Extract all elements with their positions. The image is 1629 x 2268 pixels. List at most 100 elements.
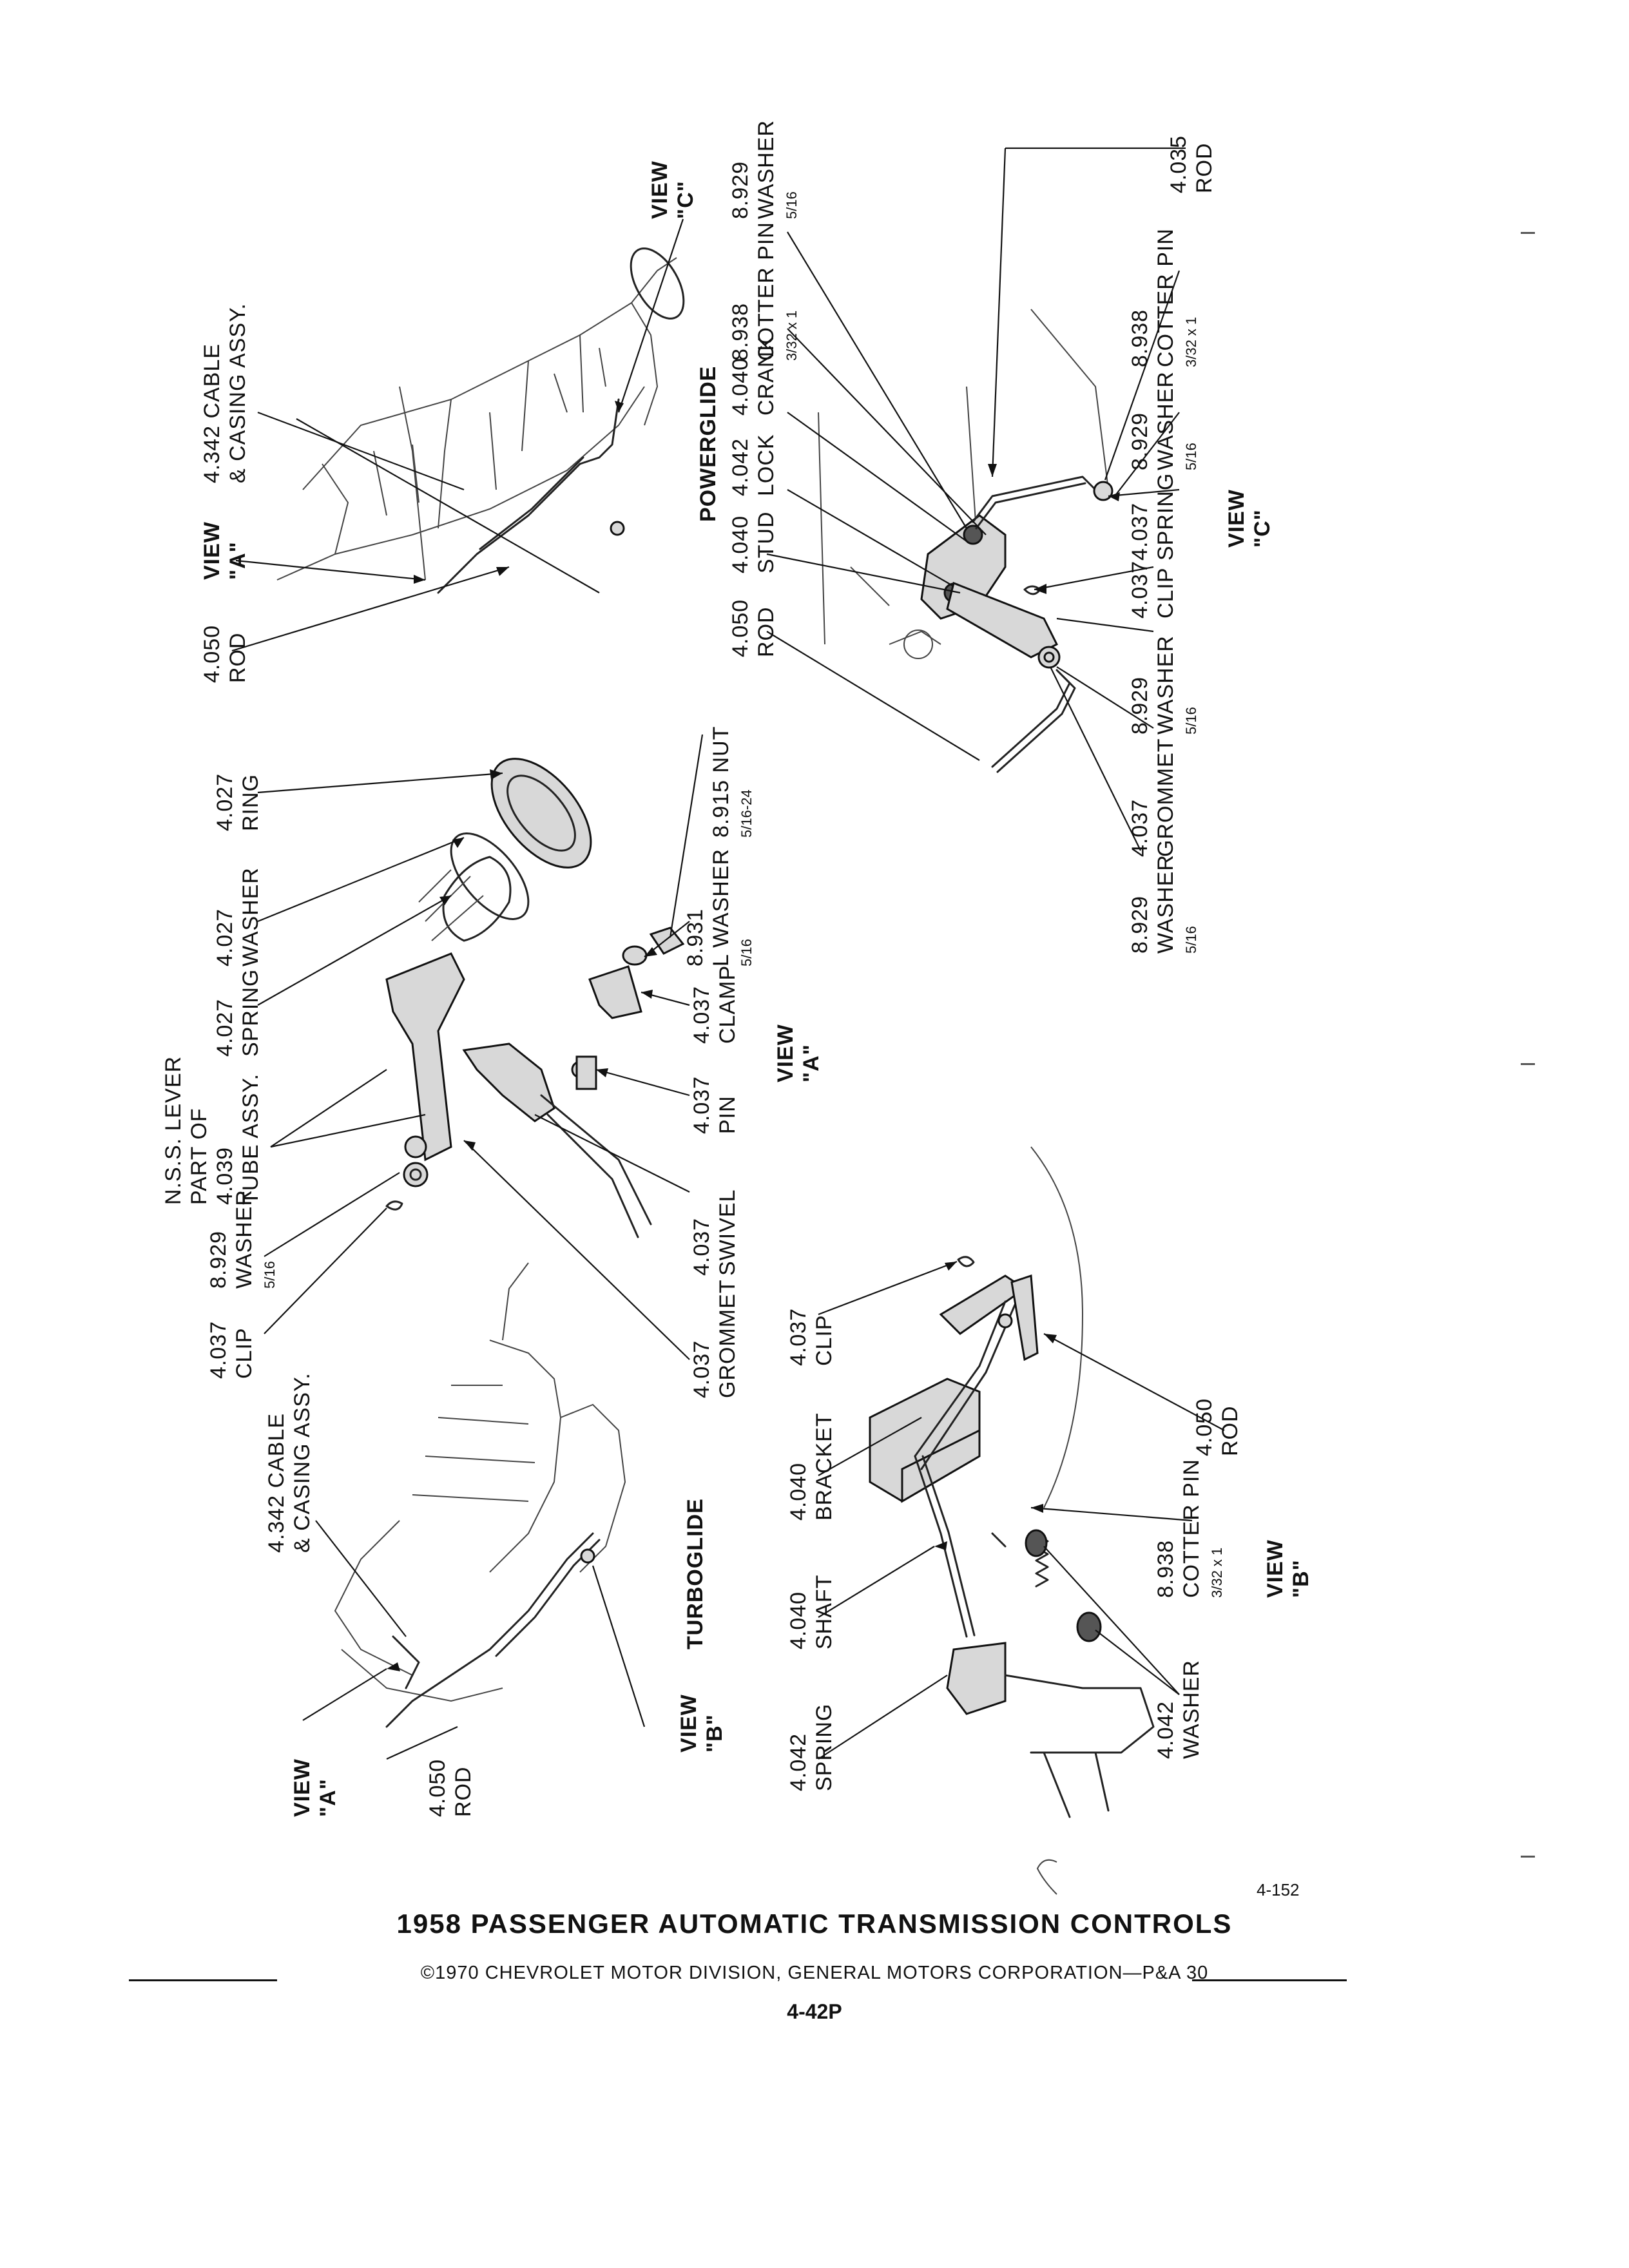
b-bracket-label: 4.040 BRACKET [786, 1412, 836, 1521]
svg-text:"C": "C" [673, 180, 698, 219]
c-cotter-pin-2-label: 8.938 COTTER PIN 3/32 x 1 [1128, 228, 1199, 367]
svg-text:4.050: 4.050 [728, 599, 753, 657]
c-rod-4035-label: 4.035 ROD [1166, 135, 1217, 193]
svg-text:VIEW: VIEW [1263, 1539, 1287, 1598]
svg-text:3/32 x 1: 3/32 x 1 [1183, 317, 1199, 367]
b-cotter-pin-label: 8.938 COTTER PIN 3/32 x 1 [1153, 1459, 1225, 1598]
copyright-text: ©1970 CHEVROLET MOTOR DIVISION, GENERAL … [420, 1963, 1209, 1983]
svg-text:5/16: 5/16 [784, 191, 800, 219]
svg-text:VIEW: VIEW [290, 1758, 314, 1817]
svg-text:PIN: PIN [715, 1095, 740, 1134]
svg-text:CRANK: CRANK [754, 336, 778, 416]
a-ring-label: 4.027 RING [213, 773, 263, 831]
svg-text:WASHER: WASHER [754, 120, 778, 219]
svg-text:COTTER PIN: COTTER PIN [1153, 228, 1178, 367]
svg-text:8.929: 8.929 [728, 161, 753, 219]
svg-text:COTTER PIN: COTTER PIN [754, 222, 778, 361]
svg-text:4.040: 4.040 [786, 1591, 811, 1649]
svg-text:4.027: 4.027 [213, 908, 237, 966]
svg-text:8.929: 8.929 [1128, 677, 1152, 735]
edge-mark [1521, 1063, 1535, 1065]
svg-text:5/16: 5/16 [1183, 707, 1199, 735]
svg-text:8.938: 8.938 [1128, 309, 1152, 367]
page-id: 4-42P [787, 2000, 842, 2023]
c-washer-4-label: 8.929 WASHER 5/16 [1128, 854, 1199, 954]
svg-text:N.S.S. LEVER: N.S.S. LEVER [161, 1056, 186, 1205]
svg-text:8.929: 8.929 [206, 1231, 231, 1289]
svg-text:VIEW: VIEW [648, 160, 672, 219]
copyright-line: ©1970 CHEVROLET MOTOR DIVISION, GENERAL … [0, 1963, 1629, 1988]
svg-text:4.342 CABLE: 4.342 CABLE [264, 1413, 289, 1553]
svg-text:4.037: 4.037 [1128, 503, 1152, 561]
svg-text:VIEW: VIEW [1224, 489, 1249, 548]
svg-text:LOCK: LOCK [754, 434, 778, 496]
svg-text:SWIVEL: SWIVEL [715, 1189, 740, 1276]
svg-text:8.931: 8.931 [683, 908, 708, 966]
svg-text:SHAFT: SHAFT [812, 1575, 836, 1649]
edge-mark [1521, 1856, 1535, 1858]
svg-text:WASHER: WASHER [238, 867, 263, 966]
svg-text:4.037: 4.037 [206, 1321, 231, 1379]
svg-text:8.915 NUT: 8.915 NUT [709, 726, 733, 838]
view-b-illustration [869, 1146, 1155, 1895]
a-lever-label: N.S.S. LEVER PART OF 4.039 TUBE ASSY. [161, 1056, 263, 1205]
svg-text:CLIP: CLIP [812, 1314, 836, 1366]
svg-text:RING: RING [238, 774, 263, 831]
svg-text:ROD: ROD [451, 1766, 476, 1817]
svg-text:ROD: ROD [226, 632, 250, 683]
a-lwasher-label: 8.931 L WASHER 5/16 [683, 849, 755, 966]
pg-view-a-label: VIEW "A" [200, 521, 250, 580]
page-number: 4-152 [1257, 1880, 1300, 1899]
svg-text:L WASHER: L WASHER [709, 849, 733, 966]
svg-text:CLIP: CLIP [1153, 567, 1178, 619]
view-a-illustration [385, 758, 685, 1238]
tg-view-a-label: VIEW "A" [290, 1758, 340, 1817]
svg-text:SPRING: SPRING [812, 1704, 836, 1791]
svg-text:4.040: 4.040 [728, 358, 753, 416]
svg-text:GROMMET: GROMMET [1153, 738, 1178, 857]
svg-text:4.050: 4.050 [425, 1759, 450, 1817]
c-stud-label: 4.040 STUD [728, 511, 778, 573]
svg-text:4.042: 4.042 [786, 1733, 811, 1791]
svg-text:3/32 x 1: 3/32 x 1 [784, 311, 800, 361]
tg-view-b-label: VIEW "B" [677, 1694, 727, 1753]
svg-text:3/32 x 1: 3/32 x 1 [1209, 1548, 1225, 1598]
svg-text:4.037: 4.037 [689, 1218, 714, 1276]
svg-text:8.929: 8.929 [1128, 896, 1152, 954]
svg-text:VIEW: VIEW [677, 1694, 701, 1753]
svg-text:4.035: 4.035 [1166, 135, 1191, 193]
svg-text:GROMMET: GROMMET [715, 1279, 740, 1398]
svg-text:4.037: 4.037 [689, 1076, 714, 1134]
a-washer-label: 4.027 WASHER [213, 867, 263, 966]
leader-arrowheads [387, 401, 1120, 1671]
rule-right [1192, 1979, 1347, 1981]
b-spring-label: 4.042 SPRING [786, 1704, 836, 1791]
callout-labels: POWERGLIDE 4.342 CABLE & CASING ASSY. VI… [161, 120, 1313, 1817]
svg-text:VIEW: VIEW [773, 1024, 798, 1082]
svg-text:4.037: 4.037 [786, 1308, 811, 1366]
c-washer-1-label: 8.929 WASHER 5/16 [728, 120, 800, 219]
c-cotter-pin-1-label: 8.938 COTTER PIN 3/32 x 1 [728, 222, 800, 361]
svg-text:4.037: 4.037 [689, 1340, 714, 1398]
svg-text:8.938: 8.938 [728, 303, 753, 361]
svg-text:4.042: 4.042 [1153, 1701, 1178, 1759]
svg-text:ROD: ROD [1218, 1405, 1242, 1456]
b-rod-label: 4.050 ROD [1192, 1398, 1242, 1456]
b-shaft-label: 4.040 SHAFT [786, 1575, 836, 1649]
tg-cable-label: 4.342 CABLE & CASING ASSY. [264, 1372, 314, 1553]
svg-text:"B": "B" [1289, 1559, 1313, 1598]
svg-text:5/16: 5/16 [1183, 926, 1199, 954]
turboglide-heading: TURBOGLIDE [683, 1498, 708, 1649]
svg-text:4.050: 4.050 [200, 625, 224, 683]
c-view-label: VIEW "C" [1224, 489, 1275, 548]
page-title: 1958 PASSENGER AUTOMATIC TRANSMISSION CO… [396, 1908, 1233, 1939]
a-spring-label: 4.027 SPRING [213, 969, 263, 1057]
svg-text:4.039: 4.039 [213, 1147, 237, 1205]
svg-text:WASHER: WASHER [232, 1189, 256, 1289]
svg-text:WASHER: WASHER [1179, 1660, 1204, 1759]
b-view-label: VIEW "B" [1263, 1539, 1313, 1598]
svg-text:CLIP: CLIP [232, 1327, 256, 1379]
c-grommet-label: 4.037 GROMMET [1128, 738, 1178, 857]
pg-view-c-label: VIEW "C" [648, 160, 698, 219]
c-washer-2-label: 8.929 WASHER 5/16 [1128, 371, 1199, 470]
